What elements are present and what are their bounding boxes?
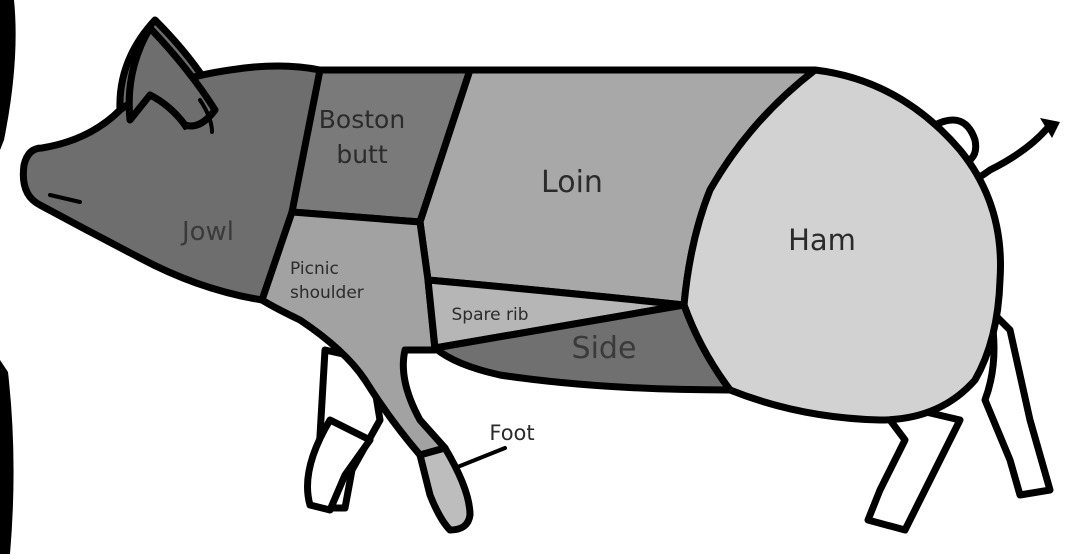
label-shoulder: shoulder: [290, 283, 364, 303]
region-foot: [420, 448, 470, 530]
label-boston: Boston: [319, 105, 405, 134]
label-side: Side: [572, 331, 637, 366]
label-foot: Foot: [489, 421, 534, 445]
label-picnic: Picnic: [290, 259, 339, 279]
foot-leader-line: [455, 448, 505, 468]
left-edge-decoration: [0, 0, 16, 150]
label-butt: butt: [336, 140, 388, 169]
label-ham: Ham: [788, 223, 856, 257]
label-spare-rib: Spare rib: [452, 305, 529, 325]
label-loin: Loin: [541, 165, 603, 200]
left-edge-decoration-lower: [0, 360, 14, 554]
label-jowl: Jowl: [180, 217, 234, 247]
